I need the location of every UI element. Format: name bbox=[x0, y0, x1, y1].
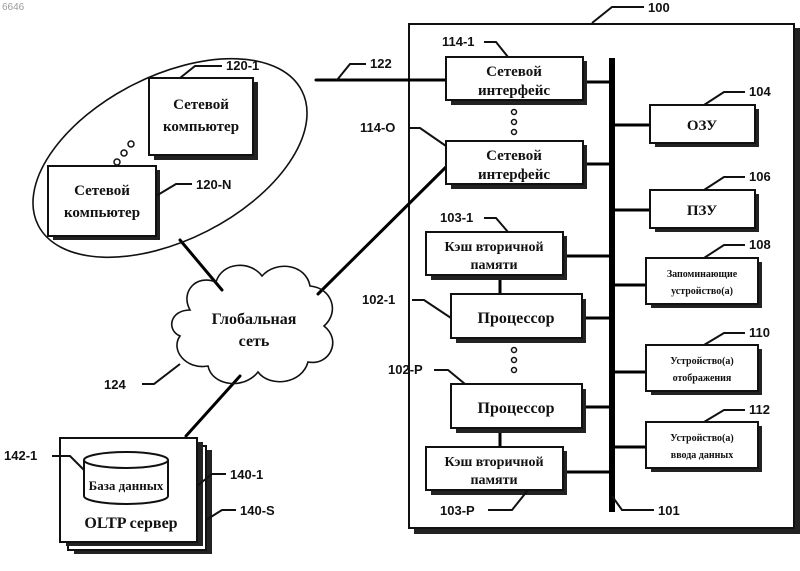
cloud-line2: сеть bbox=[239, 333, 270, 350]
cloud-line1: Глобальная bbox=[212, 311, 297, 328]
network-link-label: 122 bbox=[370, 56, 392, 71]
input-line1: Устройство(а) bbox=[670, 433, 733, 444]
system-label: 100 bbox=[648, 0, 670, 15]
storage-line1: Запоминающие bbox=[667, 269, 738, 280]
display-label: 110 bbox=[749, 325, 770, 340]
network-interface-ellipsis bbox=[512, 110, 517, 135]
network-interface-o-line1: Сетевой bbox=[486, 148, 542, 164]
bus-label: 101 bbox=[658, 503, 680, 518]
network-interface-1-line2: интерфейс bbox=[478, 83, 550, 99]
cache-p-line2: памяти bbox=[470, 473, 517, 488]
network-computer-n-line1: Сетевой bbox=[74, 183, 130, 199]
network-computer-1-line1: Сетевой bbox=[173, 97, 229, 113]
cpu-p-label: 102-P bbox=[388, 362, 423, 377]
storage-label: 108 bbox=[749, 237, 771, 252]
network-interface-o-label: 114-O bbox=[360, 120, 395, 135]
rom-text: ПЗУ bbox=[687, 203, 717, 219]
cpu-1-label: 102-1 bbox=[362, 292, 395, 307]
cache-1-label: 103-1 bbox=[440, 210, 473, 225]
cpu-1-text: Процессор bbox=[478, 310, 555, 327]
network-computer-n-line2: компьютер bbox=[64, 205, 140, 221]
database-label: 142-1 bbox=[4, 448, 37, 463]
cpu-1: Процессор 102-1 bbox=[362, 292, 586, 343]
oltp-stack-label: 140-S bbox=[240, 503, 275, 518]
network-computer-1-line2: компьютер bbox=[163, 119, 239, 135]
input-label: 112 bbox=[749, 402, 770, 417]
ram-label: 104 bbox=[749, 84, 771, 99]
cloud-label: 124 bbox=[104, 377, 126, 392]
cache-1-line2: памяти bbox=[470, 258, 517, 273]
database-text: База данных bbox=[89, 478, 164, 493]
network-computer-ellipsis bbox=[114, 141, 134, 165]
display-line2: отображения bbox=[673, 373, 732, 384]
network-interface-o-line2: интерфейс bbox=[478, 167, 550, 183]
cpu-ellipsis bbox=[512, 348, 517, 373]
network-computer-n: Сетевой компьютер 120-N bbox=[48, 166, 231, 240]
rom-label: 106 bbox=[749, 169, 771, 184]
cache-1-line1: Кэш вторичной bbox=[444, 240, 543, 255]
cache-p-line1: Кэш вторичной bbox=[444, 455, 543, 470]
network-interface-1-label: 114-1 bbox=[442, 34, 475, 49]
network-computer-1-label: 120-1 bbox=[226, 58, 259, 73]
network-computer-n-label: 120-N bbox=[196, 177, 231, 192]
corner-mark: 6646 bbox=[2, 2, 25, 13]
ram-text: ОЗУ bbox=[687, 118, 717, 134]
display-line1: Устройство(а) bbox=[670, 356, 733, 367]
cpu-p-text: Процессор bbox=[478, 400, 555, 417]
network-computer-1: Сетевой компьютер 120-1 bbox=[149, 58, 259, 160]
oltp-label: 140-1 bbox=[230, 467, 263, 482]
input-line2: ввода данных bbox=[671, 450, 733, 461]
storage-line2: устройство(а) bbox=[671, 286, 733, 297]
cache-p-label: 103-P bbox=[440, 503, 475, 518]
oltp-text: OLTP сервер bbox=[84, 515, 177, 532]
network-interface-1-line1: Сетевой bbox=[486, 64, 542, 80]
